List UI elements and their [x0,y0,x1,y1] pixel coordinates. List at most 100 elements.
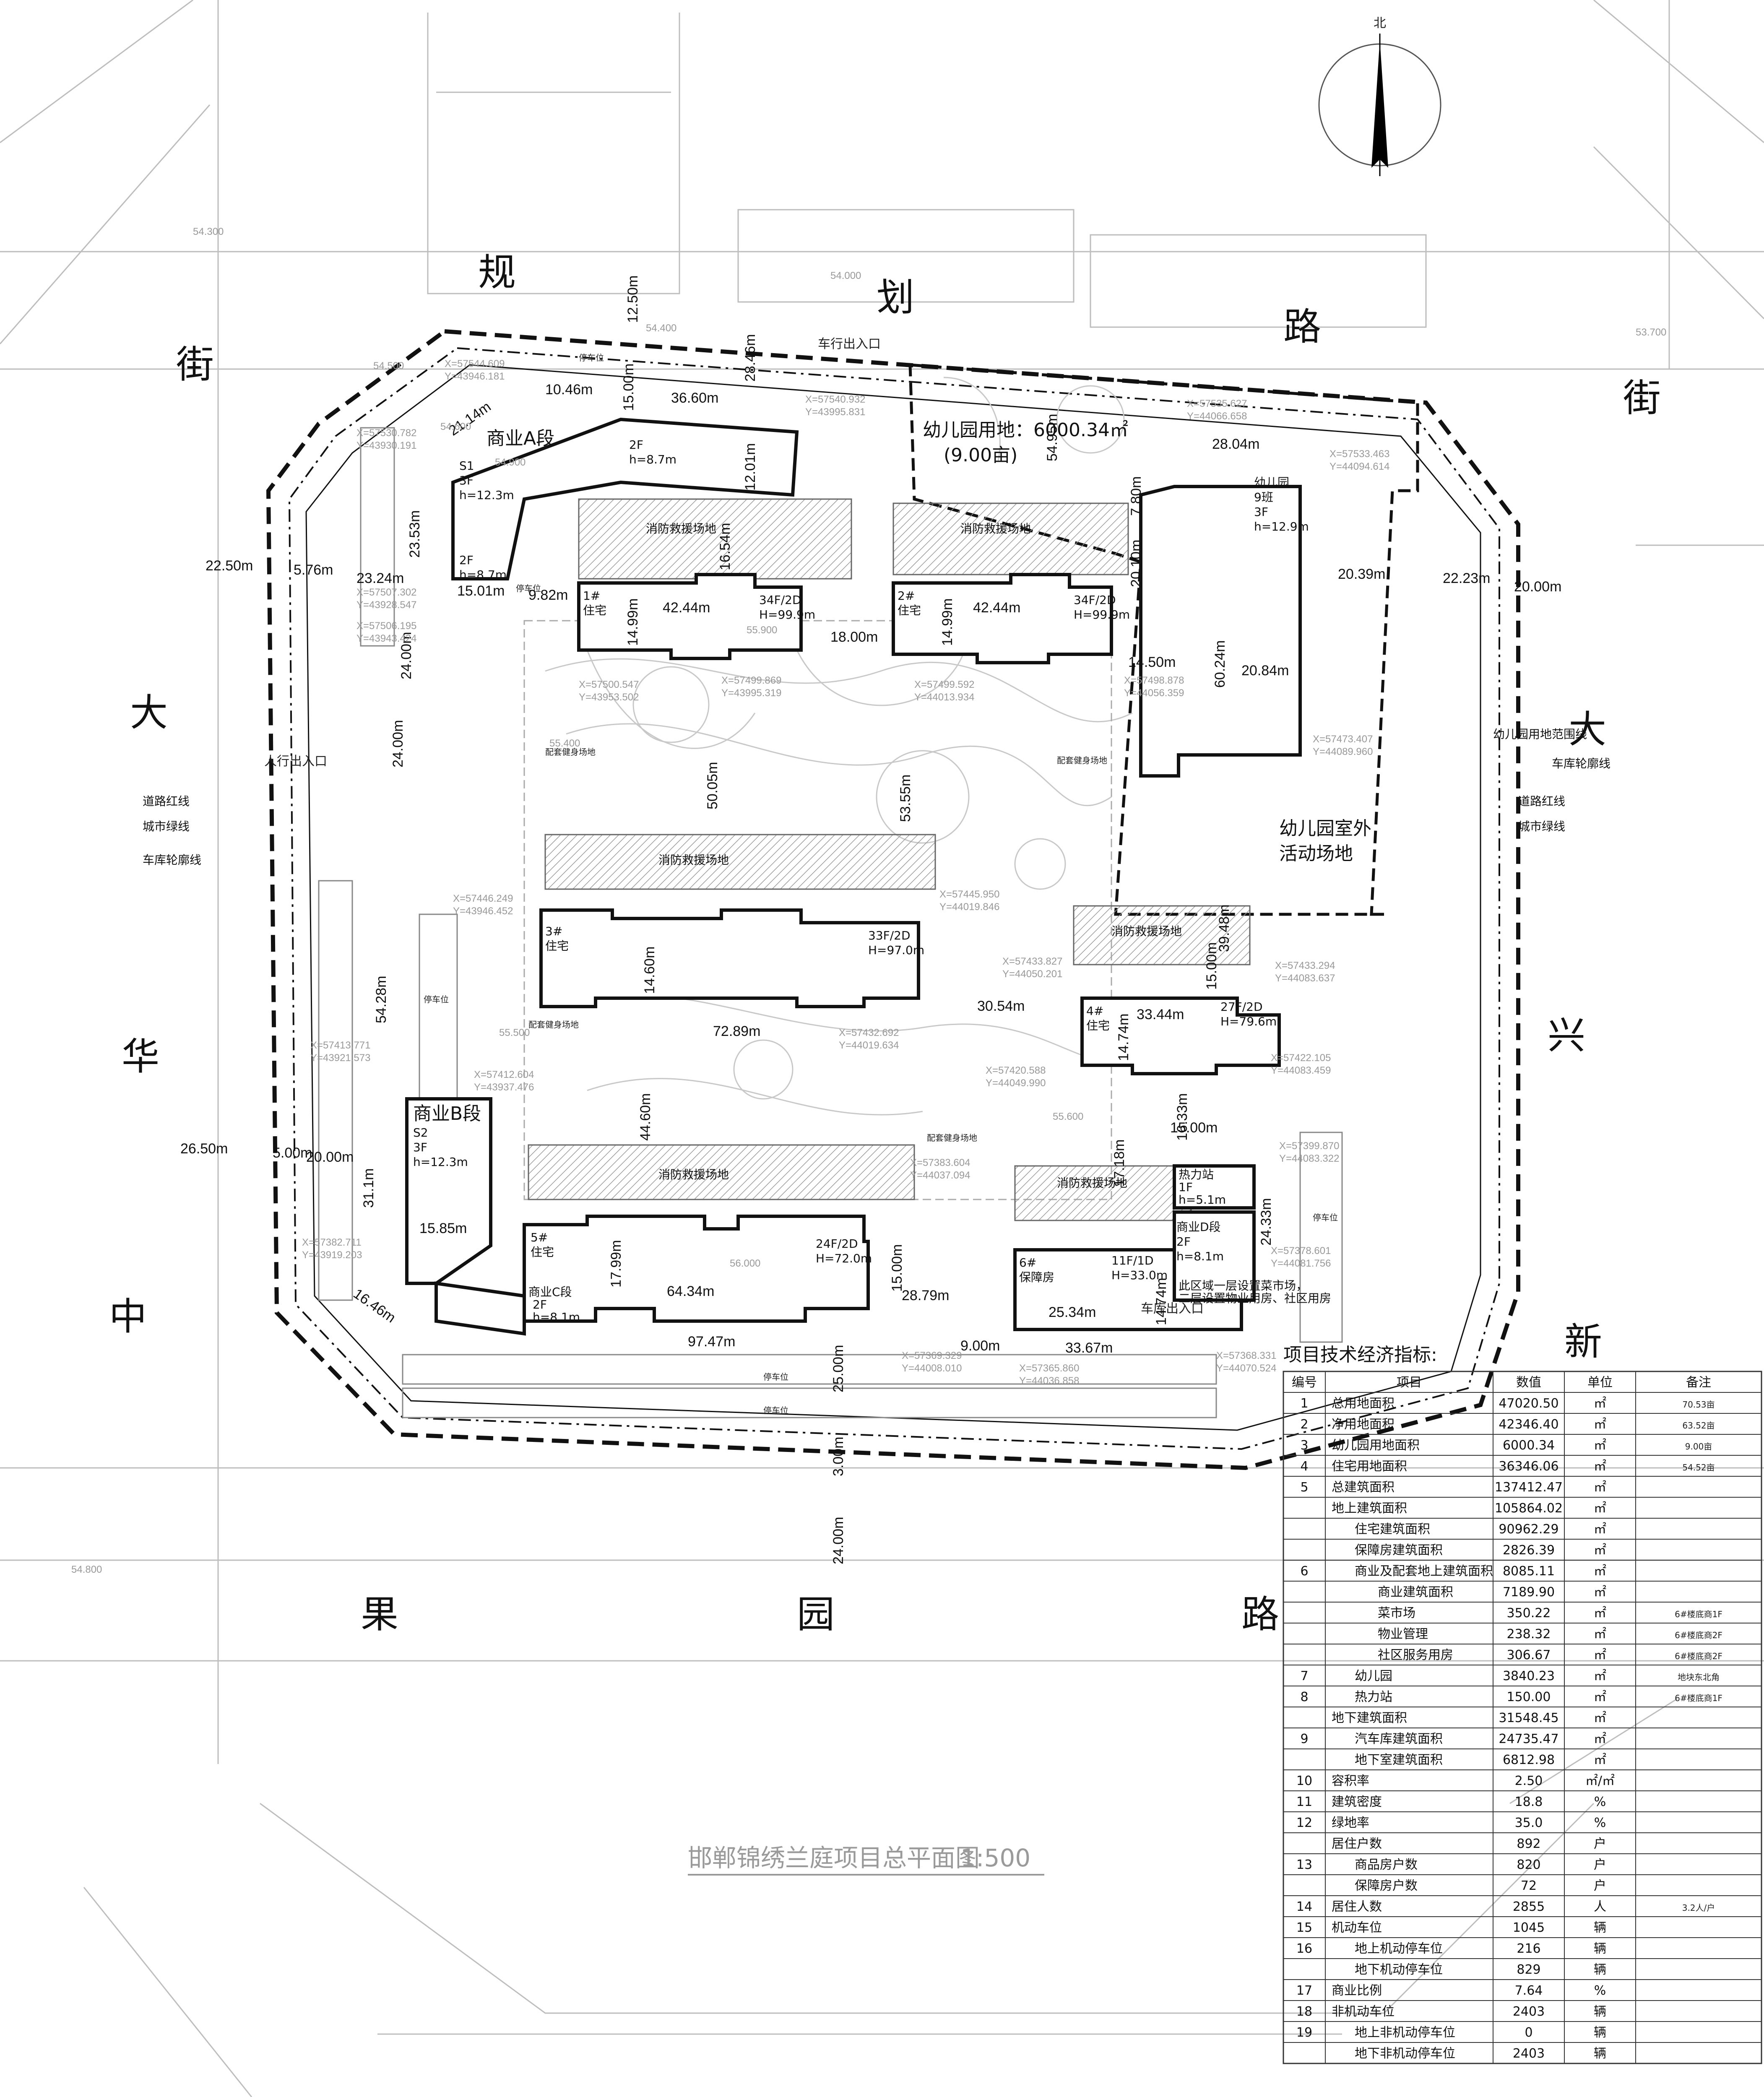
kindergarten-site-mu: (9.00亩) [944,445,1017,466]
indicator-note: 地块东北角 [1678,1672,1720,1682]
indicator-unit: 辆 [1594,2004,1606,2019]
indicator-name: 汽车库建筑面积 [1355,1732,1443,1746]
building-1-name: 1# [583,589,600,603]
commercial-d [1173,1210,1256,1302]
indicator-name: 地下机动停车位 [1355,1962,1443,1977]
coord-50: X=57368.331 [1216,1350,1276,1361]
indicator-value: 350.22 [1507,1606,1551,1621]
indicator-name: 地上机动停车位 [1355,1941,1443,1956]
indicator-unit: 辆 [1594,1920,1606,1935]
commercial-d-height: h=8.1m [1176,1249,1224,1263]
coord-27: Y=44019.846 [939,901,999,913]
indicator-name: 幼儿园用地面积 [1332,1438,1420,1453]
indicator-value: 35.0 [1515,1816,1543,1830]
dim-43: 7.80m [1128,476,1144,516]
site-boundary [266,329,1520,1470]
indicator-name: 非机动车位 [1332,2004,1395,2019]
indicator-value: 2826.39 [1503,1543,1555,1558]
fire-zone-6 [1014,1165,1192,1221]
landscape-paths [523,377,1133,1200]
building-1-height: H=99.9m [759,608,815,622]
indicator-no: 8 [1300,1690,1308,1704]
coord-45: Y=44083.322 [1279,1153,1339,1164]
indicator-unit: % [1594,1816,1606,1830]
building-1-info: 34F/2D [759,593,801,607]
commercial-d-name: 商业D段 [1176,1220,1221,1234]
elev-11: 56.000 [730,1258,760,1269]
dim-12: 9.82m [528,587,568,603]
dim-46: 20.84m [1241,663,1289,679]
commercial-c [434,1281,526,1336]
building-3-width: 72.89m [713,1023,760,1039]
drawing-scale: 1:500 [960,1844,1030,1872]
dim-44: 28.04m [1212,436,1259,452]
indicator-value: 105864.02 [1495,1501,1563,1516]
building-2 [892,573,1113,664]
heat-station-height: h=5.1m [1179,1193,1226,1207]
dim-39: 3.00m [830,1437,846,1477]
indicators-header: 数值 [1516,1375,1541,1390]
dim-42: 14.50m [1128,654,1176,670]
commercial-a [451,417,799,580]
commercial-c-floors: 2F [533,1298,547,1311]
building-1-use: 住宅 [583,604,606,617]
dim-18: 53.55m [898,775,913,822]
ped-entry-label: 人行出入口 [264,754,327,769]
indicator-unit: 人 [1594,1899,1606,1914]
fire-label-2: 消防救援场地 [960,522,1031,536]
building-4-use: 住宅 [1086,1019,1110,1033]
elev-9: 55.600 [1053,1111,1083,1122]
kindergarten-building [1139,485,1302,778]
building-2-height: H=99.9m [1074,608,1130,622]
dim-40: 24.00m [830,1517,846,1564]
road-west-char-3: 华 [122,1035,159,1079]
coord-31: Y=44083.637 [1275,973,1335,984]
building-3-info: 33F/2D [868,929,911,942]
road-north-char-1: 规 [478,250,516,294]
dim-10: 23.24m [356,570,404,586]
building-4-info: 27F/2D [1220,1000,1263,1014]
coord-49: Y=44081.756 [1271,1258,1331,1269]
building-1 [577,573,803,660]
indicator-no: 19 [1296,2025,1312,2040]
coord-20: X=57498.878 [1124,675,1184,686]
coord-24: X=57446.249 [453,893,513,904]
road-red-line-label-e: 道路红线 [1518,794,1565,808]
dim-2: 10.46m [545,382,593,398]
dim-50: 39.48m [1216,905,1232,952]
coord-18: X=57499.592 [914,679,974,690]
dim-27: 30.54m [977,998,1025,1014]
indicator-value: 7.64 [1515,1983,1543,1998]
indicator-name: 住宅用地面积 [1332,1459,1407,1474]
fire-zones [528,498,1251,1221]
dim-33: 28.79m [902,1288,949,1303]
indicator-value: 1045 [1513,1920,1545,1935]
coord-53: Y=44036.858 [1019,1375,1079,1387]
building-6-width: 25.34m [1049,1304,1096,1320]
indicators-header: 编号 [1292,1375,1317,1390]
indicator-name: 住宅建筑面积 [1355,1522,1430,1537]
road-south-char-1: 果 [361,1592,398,1636]
kindergarten-class: 9班 [1254,490,1273,504]
indicator-note: 6#楼底商2F [1675,1651,1722,1661]
indicator-value: 18.8 [1515,1795,1543,1809]
indicator-name: 居住户数 [1332,1837,1382,1851]
indicator-value: 820 [1517,1858,1540,1872]
elev-3: 54.400 [646,323,676,334]
coord-15: Y=43953.502 [579,692,639,703]
indicator-no: 6 [1300,1564,1308,1579]
building-4-width: 33.44m [1137,1007,1184,1022]
commercial-a-2f: 2F [459,553,474,567]
coord-41: Y=43937.476 [474,1082,534,1093]
indicator-name: 物业管理 [1378,1627,1428,1642]
indicator-no: 17 [1296,1983,1312,1998]
kindergarten-outdoor-1: 幼儿园室外 [1279,818,1371,839]
fire-zone-5 [528,1144,915,1200]
indicator-name: 地上建筑面积 [1332,1501,1407,1516]
fitness-label-3: 配套健身场地 [528,1020,579,1030]
coord-35: Y=44049.990 [986,1077,1046,1089]
dim-35: 33.67m [1065,1340,1113,1356]
fire-zone-2 [892,502,1129,575]
coord-6: X=57533.463 [1330,448,1389,460]
